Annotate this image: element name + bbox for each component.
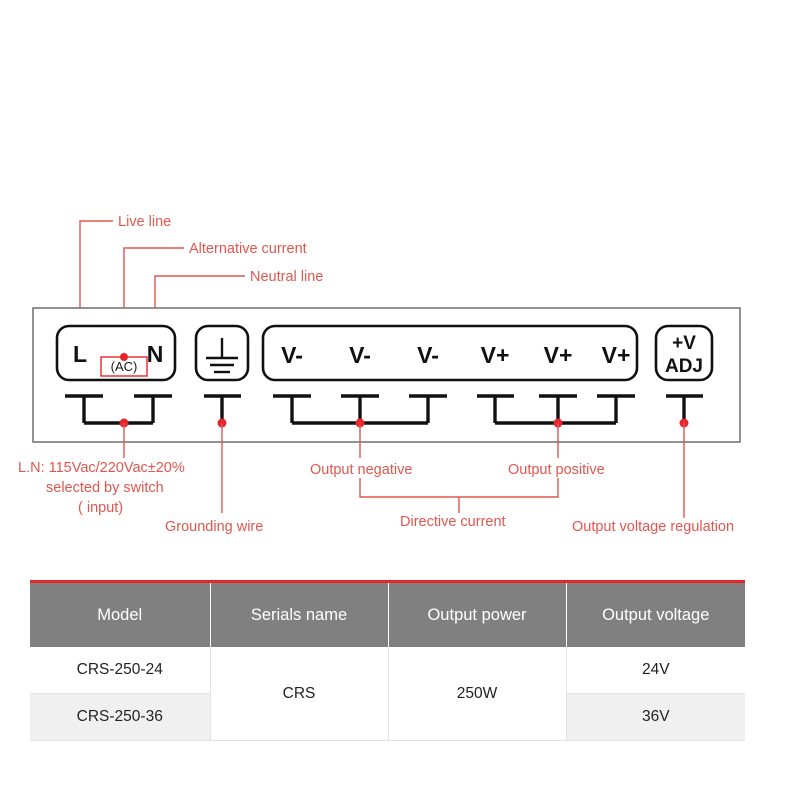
callout-label-output-voltage-regulation: Output voltage regulation <box>572 519 734 535</box>
terminal-box-adj[interactable] <box>654 324 714 382</box>
callout-label-output-positive: Output positive <box>508 462 605 478</box>
earth-ground-icon <box>206 338 238 374</box>
table-header-output-voltage: Output voltage <box>566 581 745 647</box>
callout-label-input-spec-line3: ( input) <box>78 500 123 516</box>
terminal-label-vneg-2: V- <box>349 342 371 368</box>
callout-label-output-negative: Output negative <box>310 462 412 478</box>
callout-label-input-spec-line2: selected by switch <box>46 480 164 496</box>
cell-model-1: CRS-250-24 <box>30 647 211 694</box>
ac-sublabel-text: (AC) <box>111 359 138 374</box>
junction-dot-ac <box>120 353 128 361</box>
specification-table: Model Serials name Output power Output v… <box>30 580 745 741</box>
table-header-model: Model <box>30 581 211 647</box>
callout-label-input-spec-line1: L.N: 115Vac/220Vac±20% <box>18 460 185 476</box>
callout-label-alternative-current: Alternative current <box>189 241 307 257</box>
callout-label-directive-current: Directive current <box>400 514 506 530</box>
callout-bracket-directive-current <box>359 478 559 513</box>
cell-output-voltage-2: 36V <box>566 693 745 741</box>
terminal-label-vneg-3: V- <box>417 342 439 368</box>
table-row: CRS-250-36 36V <box>30 693 745 741</box>
terminal-label-L: L <box>73 341 87 367</box>
cell-serials-name-merged: CRS <box>210 647 389 741</box>
wiring-ac <box>65 394 172 425</box>
terminal-label-vpos-3: V+ <box>602 342 631 368</box>
terminal-label-adj-plusv: +V <box>672 333 696 354</box>
callout-leader-live-line <box>79 220 113 345</box>
terminal-label-N: N <box>147 341 164 367</box>
table-header-output-power: Output power <box>388 581 567 647</box>
table-header-serials-name: Serials name <box>210 581 389 647</box>
table-row: CRS-250-24 CRS 250W 24V <box>30 647 745 741</box>
table-header-row: Model Serials name Output power Output v… <box>30 581 745 647</box>
cell-model-2: CRS-250-36 <box>30 693 211 741</box>
cell-output-voltage-1: 24V <box>566 647 745 694</box>
terminal-label-adj-adj: ADJ <box>665 356 703 377</box>
terminal-label-vneg-1: V- <box>281 342 303 368</box>
callout-label-live-line: Live line <box>118 214 171 230</box>
callout-label-grounding-wire: Grounding wire <box>165 519 263 535</box>
callout-label-neutral-line: Neutral line <box>250 269 323 285</box>
terminal-label-vpos-2: V+ <box>544 342 573 368</box>
terminal-label-vpos-1: V+ <box>481 342 510 368</box>
cell-output-power-merged: 250W <box>388 647 567 741</box>
terminal-box-output[interactable] <box>261 324 639 382</box>
